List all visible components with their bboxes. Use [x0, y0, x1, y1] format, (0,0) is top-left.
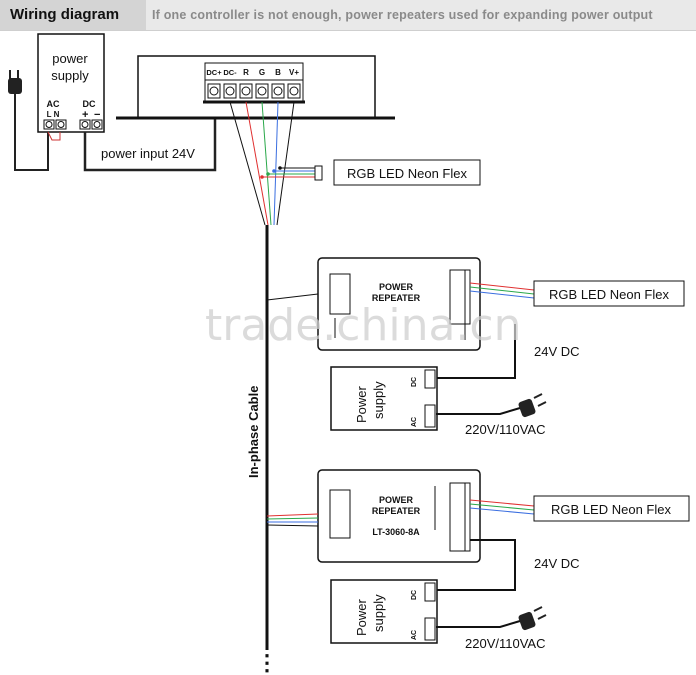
svg-text:AC: AC: [411, 630, 418, 640]
svg-text:V+: V+: [289, 68, 299, 77]
neon-flex-label-1: RGB LED Neon Flex: [314, 159, 481, 186]
top-psu-ac-pins: L N: [47, 110, 60, 119]
svg-text:DC+: DC+: [206, 68, 222, 77]
svg-text:−: −: [94, 109, 100, 121]
repeater-2: POWER REPEATER LT-3060-8A: [317, 469, 481, 563]
controller-screws: [207, 83, 301, 99]
plug-icon-2: [436, 606, 547, 631]
svg-text:Power: Power: [354, 385, 369, 423]
svg-text:REPEATER: REPEATER: [372, 293, 421, 303]
svg-text:AC: AC: [411, 417, 418, 427]
top-power-supply: power supply AC L N DC + −: [37, 33, 105, 133]
watermark: trade.china.cn: [205, 300, 522, 351]
in-phase-cable-label: In-phase Cable: [246, 386, 261, 478]
svg-text:R: R: [243, 68, 249, 77]
svg-text:POWER: POWER: [379, 495, 414, 505]
neon-flex-label-2: RGB LED Neon Flex: [533, 280, 685, 307]
top-plug-icon: [8, 70, 61, 171]
controller-terminal-labels: DC+ DC- R G B V+: [206, 68, 299, 77]
controller-rgb-wires: [229, 101, 318, 226]
svg-text:DC-: DC-: [223, 68, 237, 77]
voltage-dc-2: 24V DC: [534, 556, 580, 571]
svg-text:+: +: [82, 109, 88, 121]
top-psu-dc: DC: [83, 99, 96, 109]
svg-text:RGB LED Neon Flex: RGB LED Neon Flex: [551, 502, 671, 517]
svg-text:DC: DC: [411, 590, 418, 600]
voltage-dc-1: 24V DC: [534, 344, 580, 359]
repeater-1: POWER REPEATER: [317, 257, 481, 351]
diagram-subtitle: If one controller is not enough, power r…: [152, 8, 653, 22]
power-input-label: power input 24V: [101, 146, 195, 161]
svg-text:supply: supply: [371, 381, 386, 419]
svg-text:DC: DC: [411, 377, 418, 387]
svg-text:LT-3060-8A: LT-3060-8A: [372, 527, 420, 537]
top-psu-ac: AC: [47, 99, 60, 109]
voltage-ac-1: 220V/110VAC: [465, 422, 545, 437]
neon-flex-label-3: RGB LED Neon Flex: [533, 495, 690, 522]
top-psu-terminals: [43, 119, 103, 130]
svg-text:G: G: [259, 68, 265, 77]
continuation-dots: ⋮: [256, 650, 278, 675]
header-bar: Wiring diagram If one controller is not …: [0, 0, 696, 31]
voltage-ac-2: 220V/110VAC: [465, 636, 545, 651]
repeater-2-wires: [266, 499, 535, 591]
svg-text:supply: supply: [371, 594, 386, 632]
svg-text:Power: Power: [354, 598, 369, 636]
svg-text:B: B: [275, 68, 281, 77]
top-psu-label-1: power: [52, 51, 88, 66]
plug-icon-1: [436, 393, 547, 418]
repeater-1-wires: [266, 282, 535, 379]
svg-text:RGB LED Neon Flex: RGB LED Neon Flex: [347, 166, 467, 181]
svg-text:REPEATER: REPEATER: [372, 506, 421, 516]
power-supply-3: Power supply DC AC: [330, 579, 438, 644]
top-psu-label-2: supply: [51, 68, 89, 83]
svg-text:POWER: POWER: [379, 282, 414, 292]
power-supply-2: Power supply DC AC: [330, 366, 438, 431]
diagram-title: Wiring diagram: [0, 0, 146, 30]
svg-text:RGB LED Neon Flex: RGB LED Neon Flex: [549, 287, 669, 302]
